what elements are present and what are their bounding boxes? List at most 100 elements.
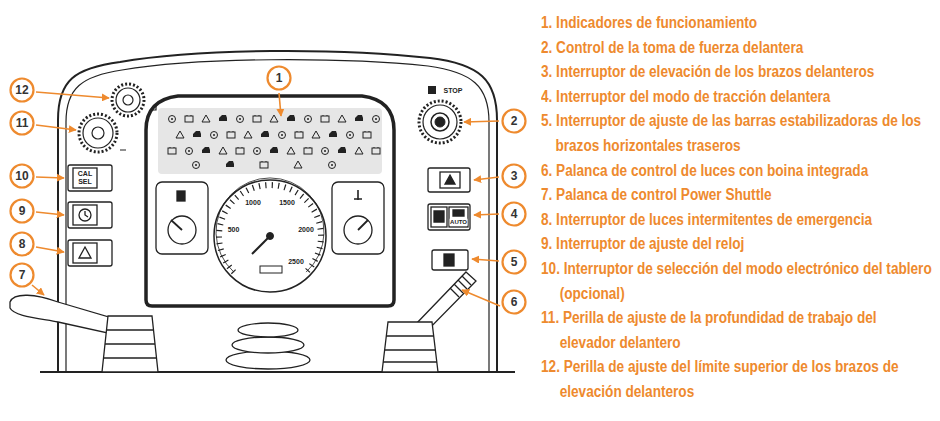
hitch-knobs <box>79 114 117 152</box>
light-lever <box>382 272 476 372</box>
right-switches <box>440 172 460 188</box>
side-gauges <box>156 182 208 254</box>
shuttle-lever <box>102 316 158 372</box>
left-switches <box>73 168 97 188</box>
callout-text-wrap: 2 <box>511 115 518 128</box>
left-switches <box>68 240 112 266</box>
left-switches <box>68 165 112 266</box>
hitch-knobs <box>120 104 156 150</box>
warning-lights <box>294 161 302 168</box>
warning-lights <box>363 131 371 138</box>
left-switches <box>73 243 97 263</box>
left-switches <box>73 205 97 225</box>
warning-lights <box>254 148 261 155</box>
tachometer <box>260 266 282 273</box>
callout-circle: 8 <box>9 231 35 257</box>
leader-line <box>462 290 500 306</box>
hitch-knobs <box>123 95 133 105</box>
shuttle-lever <box>10 295 158 372</box>
steering-column <box>238 323 298 337</box>
dashboard-housing <box>58 51 497 372</box>
warning-lights <box>295 131 303 138</box>
warning-lights <box>185 115 193 122</box>
callout-circle: 5 <box>501 249 527 275</box>
warning-lights <box>193 131 201 137</box>
dashboard-housing <box>66 60 489 372</box>
callout-ring <box>11 112 34 135</box>
callout-ring <box>503 110 526 133</box>
leader-line <box>474 214 499 215</box>
warning-lights <box>202 147 210 153</box>
shuttle-lever <box>10 295 112 334</box>
warning-lights <box>202 115 210 122</box>
tachometer <box>219 185 321 272</box>
callout-ring <box>11 200 34 223</box>
warning-lights <box>329 131 337 137</box>
hitch-knobs <box>83 118 113 148</box>
warning-lights <box>211 132 218 139</box>
panel-marking: 1000 <box>244 199 262 207</box>
warning-lights <box>237 116 244 123</box>
side-gauges <box>177 191 185 201</box>
leader-line <box>474 177 499 180</box>
callout-circle: 3 <box>501 163 527 189</box>
warning-lights <box>279 132 286 139</box>
panel-marking: 1500 <box>278 199 296 207</box>
front-pto-knob <box>419 101 461 143</box>
part-description: 12. Perilla de ajuste del límite superio… <box>541 355 936 404</box>
callout-number: 5 <box>511 256 518 269</box>
right-switches <box>431 207 447 227</box>
callout-text-wrap: 1 <box>276 72 283 85</box>
callout-ring <box>11 233 34 256</box>
front-pto-knob <box>428 86 436 94</box>
side-gauges <box>344 216 372 244</box>
callout-text-wrap: 5 <box>511 256 518 269</box>
left-switches <box>85 211 88 217</box>
leader-line <box>32 92 500 306</box>
leader-line <box>36 92 109 98</box>
panel-marking: STOP <box>443 87 464 95</box>
right-switches <box>444 254 454 266</box>
part-description: 10. Interruptor de selección del modo el… <box>541 257 936 306</box>
callout-number: 9 <box>19 205 26 218</box>
callout-text-wrap: 9 <box>19 205 26 218</box>
callout-number: 11 <box>16 117 29 130</box>
callout-circle: 12 <box>9 77 35 103</box>
callout-text-wrap: 10 <box>15 170 28 183</box>
warning-lights <box>347 132 354 139</box>
callout-text-wrap: 7 <box>19 269 26 282</box>
warning-lights <box>176 131 184 138</box>
warning-lights <box>338 115 346 122</box>
callout-ring <box>11 79 34 102</box>
hitch-knobs <box>79 84 156 152</box>
warning-lights <box>253 115 261 122</box>
callout-number: 12 <box>15 84 28 97</box>
warning-lights <box>287 147 295 154</box>
callout-circle: 2 <box>501 108 527 134</box>
side-gauges <box>332 182 384 254</box>
panel-marking: CAL SEL <box>75 170 96 185</box>
instrument-cluster <box>146 96 394 306</box>
callout-circle: 7 <box>9 262 35 288</box>
callout-number: 8 <box>19 238 26 251</box>
callout-text-wrap: 12 <box>15 84 28 97</box>
steering-column <box>232 337 304 353</box>
part-description: 4. Interruptor del modo de tracción dela… <box>541 85 936 110</box>
callout-text-wrap: 6 <box>511 296 518 309</box>
light-lever <box>382 322 438 372</box>
callout-number: 7 <box>19 269 26 282</box>
warning-lights <box>168 147 176 154</box>
left-switches <box>68 165 112 191</box>
shuttle-lever <box>103 330 157 358</box>
warning-lights <box>168 115 380 169</box>
panel-marking: 2500 <box>287 258 305 266</box>
leader-line <box>36 125 76 130</box>
callout-ring <box>11 165 34 188</box>
part-description: 8. Interruptor de luces intermitentes de… <box>541 208 936 233</box>
callout-ring <box>503 251 526 274</box>
side-gauges <box>358 220 368 230</box>
callout-circle: 4 <box>501 201 527 227</box>
warning-lights <box>372 147 380 154</box>
warning-lights <box>226 161 234 167</box>
